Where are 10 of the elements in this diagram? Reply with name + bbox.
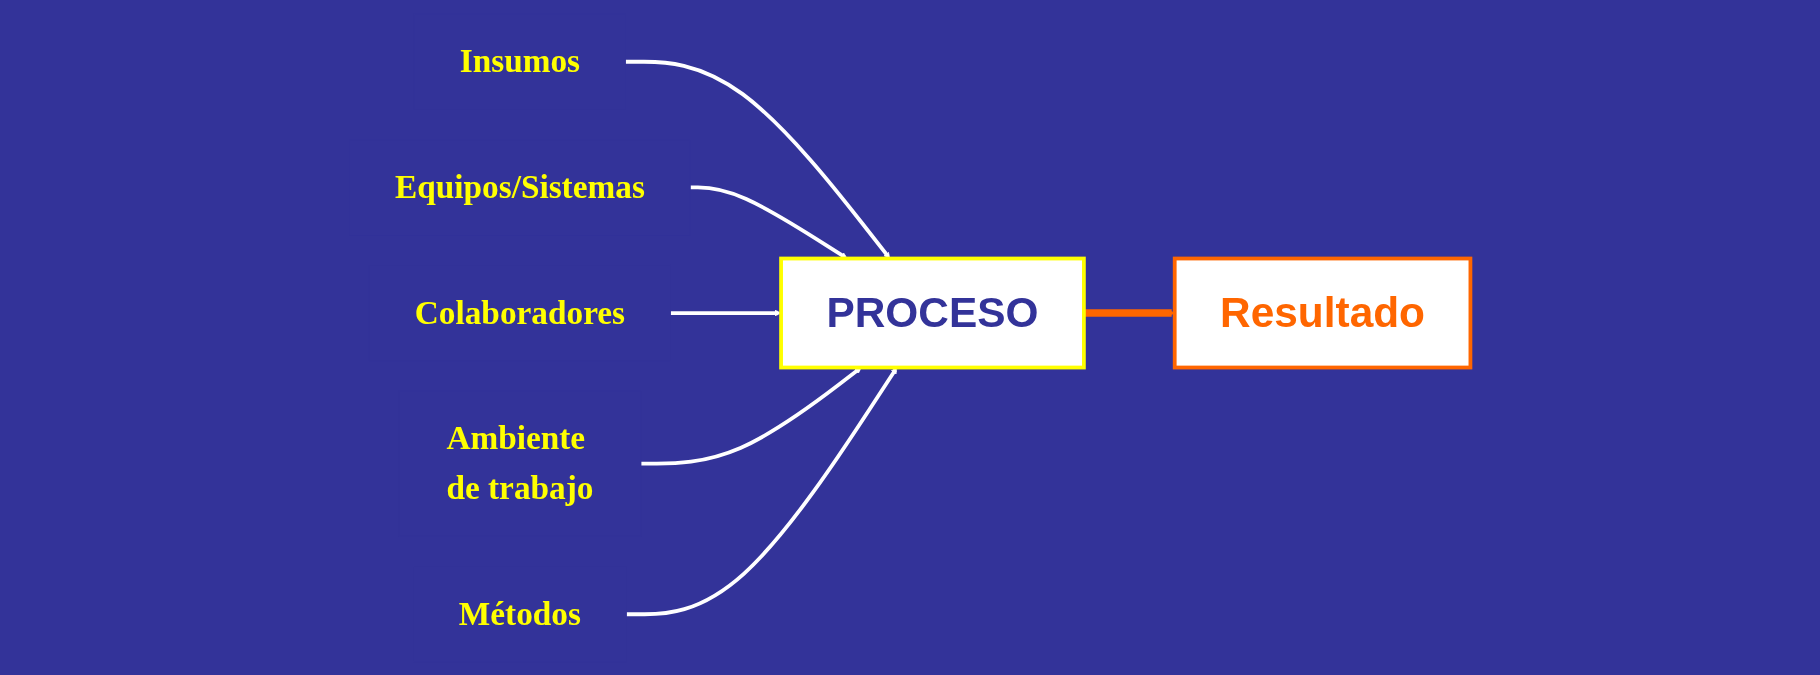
arrow	[1083, 308, 1175, 317]
node-text: Equipos/Sistemas	[394, 167, 645, 206]
node-text: Métodos	[458, 594, 581, 632]
node-box: Resultado	[1172, 256, 1473, 369]
arrow	[690, 185, 848, 259]
arrow	[625, 59, 891, 259]
node-text: Insumos	[459, 42, 581, 80]
node-text: Ambiente de trabajo	[446, 419, 594, 507]
node-box: PROCESO	[779, 256, 1086, 369]
node-text: Colaboradores	[414, 293, 626, 331]
